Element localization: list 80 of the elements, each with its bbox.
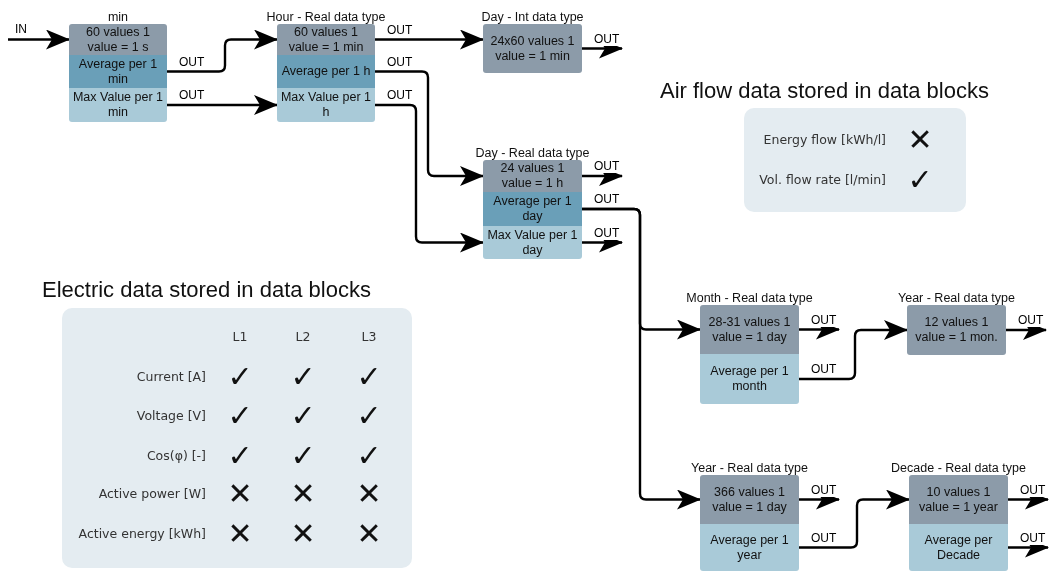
edge-label: OUT xyxy=(1019,531,1047,545)
block-heading: Decade - Real data type xyxy=(891,461,1026,475)
row-label: Vol. flow rate [l/min] xyxy=(759,172,886,188)
status-mark: ✕ xyxy=(290,478,316,510)
status-mark: ✕ xyxy=(356,478,382,510)
data-section: 10 values 1 value = 1 year xyxy=(909,475,1008,524)
data-section: Average per 1 day xyxy=(483,192,582,226)
column-header: L3 xyxy=(361,329,377,345)
edge-label: OUT xyxy=(593,226,621,240)
status-mark: ✕ xyxy=(907,124,933,156)
data-section: Average per 1 year xyxy=(700,524,799,571)
arrow xyxy=(375,70,484,186)
row-label: Current [A] xyxy=(136,369,206,385)
row-label: Cos(φ) [-] xyxy=(146,448,206,464)
row-label: Voltage [V] xyxy=(136,408,206,424)
row-label: Energy flow [kWh/l] xyxy=(763,132,886,148)
edge-label: OUT xyxy=(810,313,838,327)
status-mark: ✓ xyxy=(907,164,933,196)
data-section: 366 values 1 value = 1 day xyxy=(700,475,799,524)
data-section: 28-31 values 1 value = 1 day xyxy=(700,305,799,354)
arrow xyxy=(8,29,70,50)
status-mark: ✓ xyxy=(290,440,316,472)
panel-title: Air flow data stored in data blocks xyxy=(660,78,989,104)
edge-label: OUT xyxy=(810,483,838,497)
status-mark: ✕ xyxy=(227,518,253,550)
status-mark: ✓ xyxy=(227,440,253,472)
status-mark: ✓ xyxy=(356,440,382,472)
status-mark: ✕ xyxy=(290,518,316,550)
edge-label: IN xyxy=(14,22,28,36)
data-section: Average per 1 min xyxy=(69,55,167,88)
status-mark: ✕ xyxy=(227,478,253,510)
data-section: Max Value per 1 min xyxy=(69,88,167,122)
edge-label: OUT xyxy=(593,32,621,46)
block-heading: Hour - Real data type xyxy=(266,10,386,24)
column-header: L1 xyxy=(232,329,248,345)
data-section: Average per Decade xyxy=(909,524,1008,571)
block-heading: Month - Real data type xyxy=(686,291,813,305)
data-section: 12 values 1 value = 1 mon. xyxy=(907,305,1006,355)
block-heading: Day - Real data type xyxy=(475,146,590,160)
status-mark: ✓ xyxy=(227,400,253,432)
arrow xyxy=(167,29,278,73)
data-section: 24 values 1 value = 1 h xyxy=(483,160,582,192)
arrow xyxy=(582,207,701,510)
edge-label: OUT xyxy=(593,160,621,173)
edge-label: OUT xyxy=(386,89,414,102)
edge-label: OUT xyxy=(178,55,206,69)
edge-label: OUT xyxy=(810,363,838,376)
data-section: 24x60 values 1 value = 1 min xyxy=(483,24,582,73)
block-heading: Day - Int data type xyxy=(481,10,584,24)
data-section: Average per 1 month xyxy=(700,354,799,404)
row-label: Active power [W] xyxy=(98,486,206,502)
arrow xyxy=(375,29,484,50)
data-section: Average per 1 h xyxy=(277,55,375,88)
arrow xyxy=(799,320,908,381)
edge-label: OUT xyxy=(810,531,838,545)
status-mark: ✓ xyxy=(227,361,253,393)
edge-label: OUT xyxy=(386,55,414,69)
column-header: L2 xyxy=(295,329,311,345)
panel-title: Electric data stored in data blocks xyxy=(42,277,371,303)
block-heading: Year - Real data type xyxy=(898,291,1015,305)
data-section: Max Value per 1 day xyxy=(483,226,582,259)
block-heading: Year - Real data type xyxy=(691,461,808,475)
status-mark: ✓ xyxy=(290,400,316,432)
status-mark: ✓ xyxy=(356,361,382,393)
edge-label: OUT xyxy=(178,89,206,102)
status-mark: ✓ xyxy=(290,361,316,393)
data-section: 60 values 1 value = 1 min xyxy=(277,24,375,55)
edge-label: OUT xyxy=(386,23,414,37)
edge-label: OUT xyxy=(1017,314,1045,327)
arrow xyxy=(799,489,910,549)
arrow xyxy=(167,95,278,115)
row-label: Active energy [kWh] xyxy=(78,526,206,542)
edge-label: OUT xyxy=(1019,483,1047,497)
data-section: 60 values 1 value = 1 s xyxy=(69,24,167,55)
edge-label: OUT xyxy=(593,193,621,206)
status-mark: ✕ xyxy=(356,518,382,550)
arrow xyxy=(375,103,484,253)
data-section: Max Value per 1 h xyxy=(277,88,375,122)
block-heading: min xyxy=(107,10,129,24)
status-mark: ✓ xyxy=(356,400,382,432)
